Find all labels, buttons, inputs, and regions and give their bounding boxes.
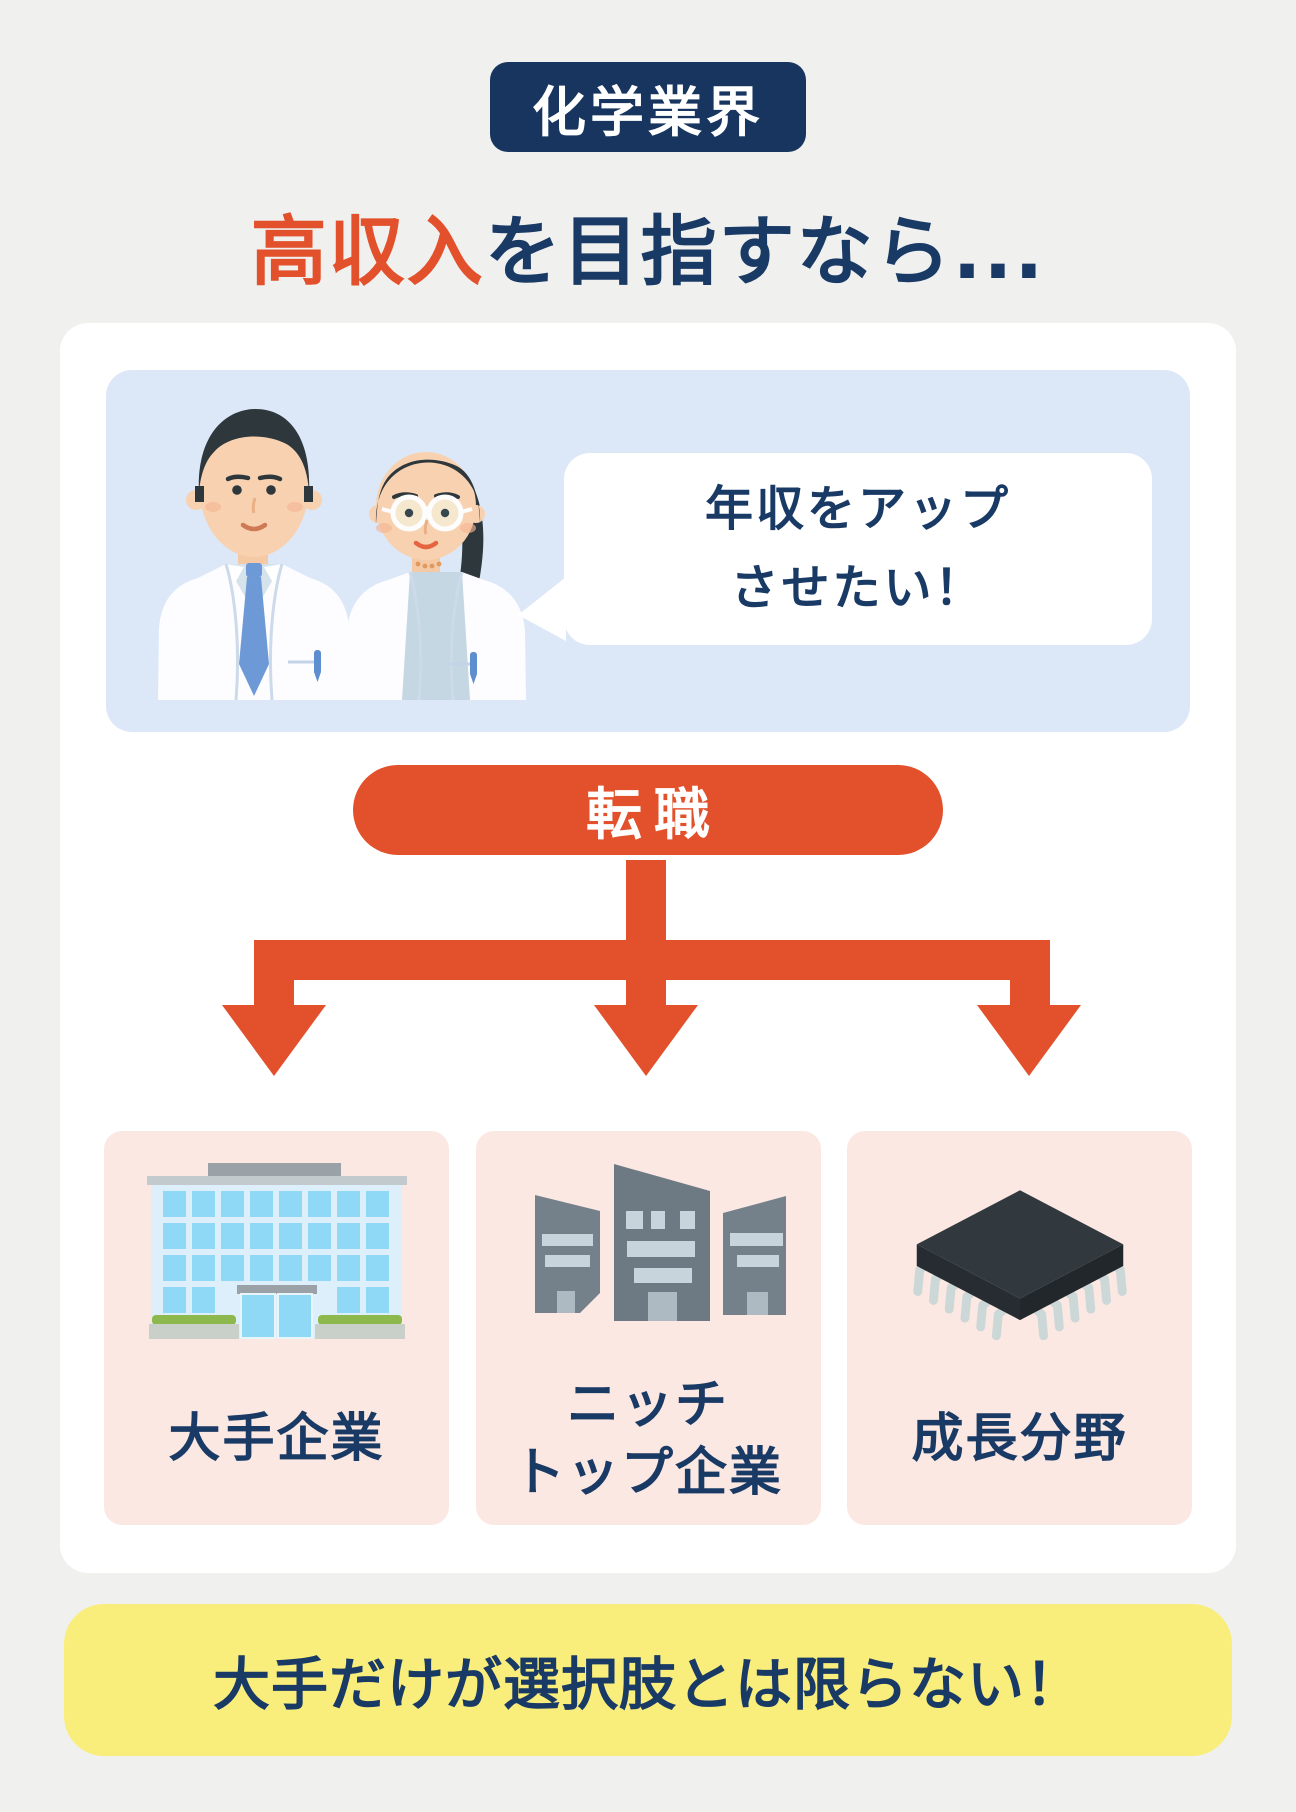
footer-banner: 大手だけが選択肢とは限らない！ bbox=[64, 1604, 1232, 1756]
main-card: 年収をアップ させたい！ 転職 bbox=[60, 323, 1236, 1573]
options-row: 大手企業 bbox=[104, 1131, 1192, 1525]
industry-badge: 化学業界 bbox=[490, 62, 806, 152]
option-label-line1: 成長分野 bbox=[911, 1409, 1128, 1470]
option-label: ニッチ トップ企業 bbox=[476, 1373, 821, 1507]
skyscrapers-icon bbox=[535, 1164, 786, 1321]
industry-badge-label: 化学業界 bbox=[532, 80, 764, 144]
job-change-label: 転職 bbox=[586, 782, 722, 848]
option-label-line2: トップ企業 bbox=[512, 1443, 783, 1503]
option-label-line1: 大手企業 bbox=[168, 1409, 385, 1470]
scientists-illustration bbox=[158, 408, 526, 700]
option-label: 大手企業 bbox=[104, 1373, 449, 1507]
microchip-icon bbox=[912, 1190, 1127, 1341]
option-card-major-company: 大手企業 bbox=[104, 1131, 449, 1525]
scientists-panel: 年収をアップ させたい！ bbox=[106, 370, 1190, 732]
office-building-icon bbox=[146, 1163, 407, 1339]
title-rest: を目指すなら... bbox=[484, 207, 1046, 296]
speech-bubble-tail bbox=[518, 577, 566, 641]
job-change-pill: 転職 bbox=[353, 765, 943, 855]
speech-line-2: させたい！ bbox=[730, 560, 986, 616]
option-card-niche-top-company: ニッチ トップ企業 bbox=[475, 1131, 821, 1525]
option-label: 成長分野 bbox=[847, 1373, 1192, 1507]
page-title: 高収入を目指すなら... bbox=[0, 190, 1296, 300]
option-card-growth-field: 成長分野 bbox=[847, 1131, 1192, 1525]
flow-arrows-icon bbox=[222, 860, 1081, 1076]
option-label-line1: ニッチ bbox=[566, 1375, 729, 1436]
speech-line-1: 年収をアップ bbox=[704, 480, 1011, 537]
speech-bubble: 年収をアップ させたい！ bbox=[518, 453, 1152, 645]
footer-message: 大手だけが選択肢とは限らない！ bbox=[213, 1652, 1083, 1718]
title-highlight: 高収入 bbox=[250, 207, 485, 296]
